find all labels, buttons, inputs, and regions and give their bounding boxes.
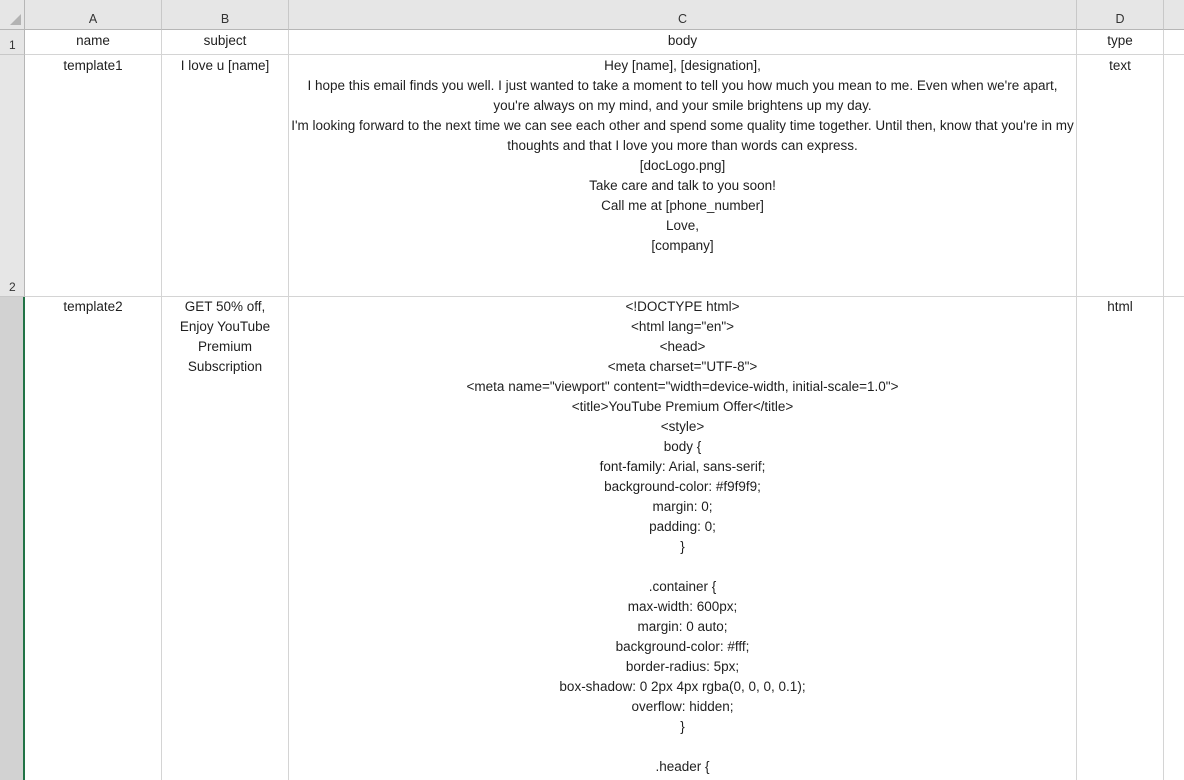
column-header-a[interactable]: A	[25, 0, 162, 30]
cell-text: subject	[203, 33, 247, 48]
cell-text: text	[1109, 58, 1131, 73]
row-header-3[interactable]	[0, 297, 25, 780]
select-all-corner[interactable]	[0, 0, 25, 30]
cell-d2[interactable]: text	[1077, 55, 1164, 297]
cell-b2[interactable]: I love u [name]	[162, 55, 289, 297]
column-header-d[interactable]: D	[1077, 0, 1164, 30]
cell-text: template1	[63, 58, 123, 73]
cell-text: type	[1107, 33, 1133, 48]
cell-a1[interactable]: name	[25, 30, 162, 55]
cell-d3[interactable]: html	[1077, 297, 1164, 780]
cell-text: Hey [name], [designation], I hope this e…	[291, 58, 1074, 253]
cell-text: template2	[63, 299, 123, 314]
cell-text: html	[1107, 299, 1133, 314]
column-header-c[interactable]: C	[289, 0, 1077, 30]
cell-text: body	[667, 33, 698, 48]
row-header-1[interactable]: 1	[0, 30, 25, 55]
cell-c1[interactable]: body	[289, 30, 1077, 55]
cell-a2[interactable]: template1	[25, 55, 162, 297]
cell-text: I love u [name]	[180, 58, 270, 73]
cell-d1[interactable]: type	[1077, 30, 1164, 55]
select-all-triangle-icon	[10, 14, 21, 25]
cell-text: GET 50% off, Enjoy YouTube Premium Subsc…	[179, 299, 274, 374]
cell-b3[interactable]: GET 50% off, Enjoy YouTube Premium Subsc…	[162, 297, 289, 780]
column-header-e[interactable]	[1164, 0, 1184, 30]
cell-text: <!DOCTYPE html> <html lang="en"> <head> …	[466, 299, 899, 774]
cell-c3[interactable]: <!DOCTYPE html> <html lang="en"> <head> …	[289, 297, 1077, 780]
cell-b1[interactable]: subject	[162, 30, 289, 55]
cell-a3[interactable]: template2	[25, 297, 162, 780]
cell-e3[interactable]	[1164, 297, 1184, 780]
row-header-2[interactable]: 2	[0, 55, 25, 297]
cell-e2[interactable]	[1164, 55, 1184, 297]
cell-text: name	[76, 33, 110, 48]
cell-c2[interactable]: Hey [name], [designation], I hope this e…	[289, 55, 1077, 297]
column-header-b[interactable]: B	[162, 0, 289, 30]
cell-e1[interactable]	[1164, 30, 1184, 55]
